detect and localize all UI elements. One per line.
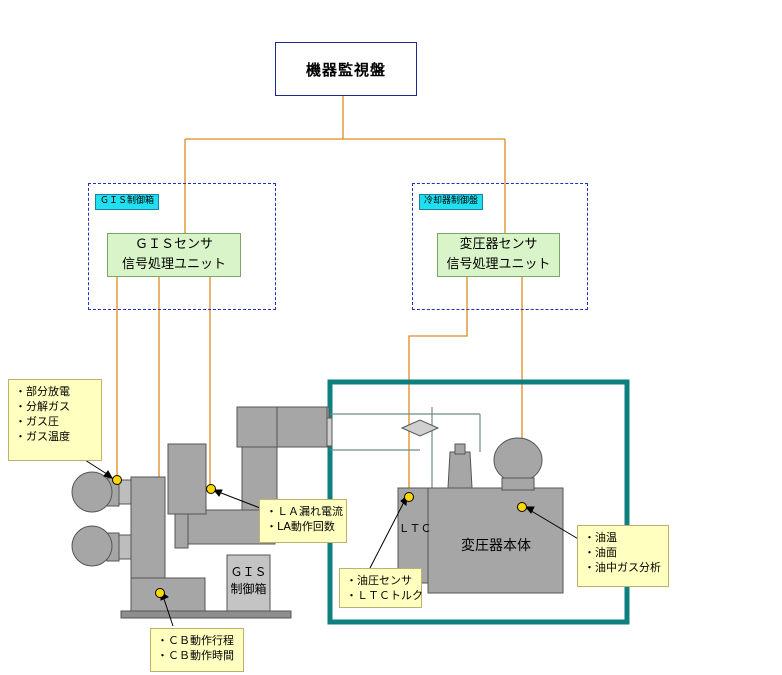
note-item: ・部分放電 (15, 385, 70, 398)
monitor-panel: 機器監視盤 (275, 42, 417, 96)
ltc-label: ＬＴＣ (398, 516, 432, 540)
sensor-markers (112, 475, 527, 598)
gis-unit-line2: 信号処理ユニット (121, 257, 226, 272)
note-item: ・油温 (584, 531, 617, 544)
sensor-dot-la (206, 484, 216, 494)
note-item: ・ＬＴＣトルク (346, 589, 423, 602)
transformer-body-label-text: 変圧器本体 (461, 538, 531, 554)
note-item: ・ＣＢ動作時間 (157, 649, 234, 662)
gis-control-box-region: ＧＩＳ制御箱 (88, 183, 276, 310)
gis-control-label-line2: 制御箱 (230, 582, 267, 596)
cb-note: ・ＣＢ動作行程 ・ＣＢ動作時間 (150, 628, 244, 672)
oil-note: ・油温 ・油面 ・油中ガス分析 (577, 525, 669, 587)
transformer-unit-line1: 変圧器センサ (459, 237, 538, 252)
la-note: ・ＬＡ漏れ電流 ・LA動作回数 (259, 499, 347, 543)
note-item: ・ＣＢ動作行程 (157, 634, 234, 647)
note-item: ・分解ガス (15, 400, 70, 413)
transformer-signal-unit: 変圧器センサ 信号処理ユニット (437, 233, 560, 277)
gis-equipment (71, 406, 333, 619)
note-item: ・ＬＡ漏れ電流 (266, 505, 343, 518)
transformer-body-label: 変圧器本体 (432, 530, 560, 560)
gis-unit-line1: ＧＩＳセンサ (134, 237, 213, 252)
gis-control-box-tag: ＧＩＳ制御箱 (95, 194, 160, 210)
transformer-unit-line2: 信号処理ユニット (446, 257, 551, 272)
note-item: ・ガス温度 (15, 430, 70, 443)
gis-sensor-note: ・部分放電 ・分解ガス ・ガス圧 ・ガス温度 (8, 379, 102, 461)
cooler-panel-region: 冷却器制御盤 (412, 183, 588, 310)
transformer-equipment (397, 419, 564, 594)
note-item: ・油圧センサ (346, 574, 412, 587)
gis-control-label-line1: ＧＩＳ (230, 565, 267, 579)
cooler-panel-tag: 冷却器制御盤 (419, 194, 484, 210)
ltc-note: ・油圧センサ ・ＬＴＣトルク (339, 568, 423, 608)
gis-control-box-label: ＧＩＳ 制御箱 (227, 558, 270, 602)
note-item: ・LA動作回数 (266, 520, 335, 533)
note-item: ・ガス圧 (15, 415, 59, 428)
sensor-dot-gis-tank (112, 475, 122, 485)
monitor-panel-label: 機器監視盤 (305, 60, 386, 79)
sensor-dot-cb (155, 588, 165, 598)
ltc-label-text: ＬＴＣ (398, 522, 432, 535)
enclosure-piping (330, 407, 481, 488)
sensor-dot-ltc (404, 492, 414, 502)
note-item: ・油中ガス分析 (584, 561, 661, 574)
sensor-dot-transformer (517, 502, 527, 512)
note-item: ・油面 (584, 546, 617, 559)
gis-signal-unit: ＧＩＳセンサ 信号処理ユニット (107, 233, 241, 277)
